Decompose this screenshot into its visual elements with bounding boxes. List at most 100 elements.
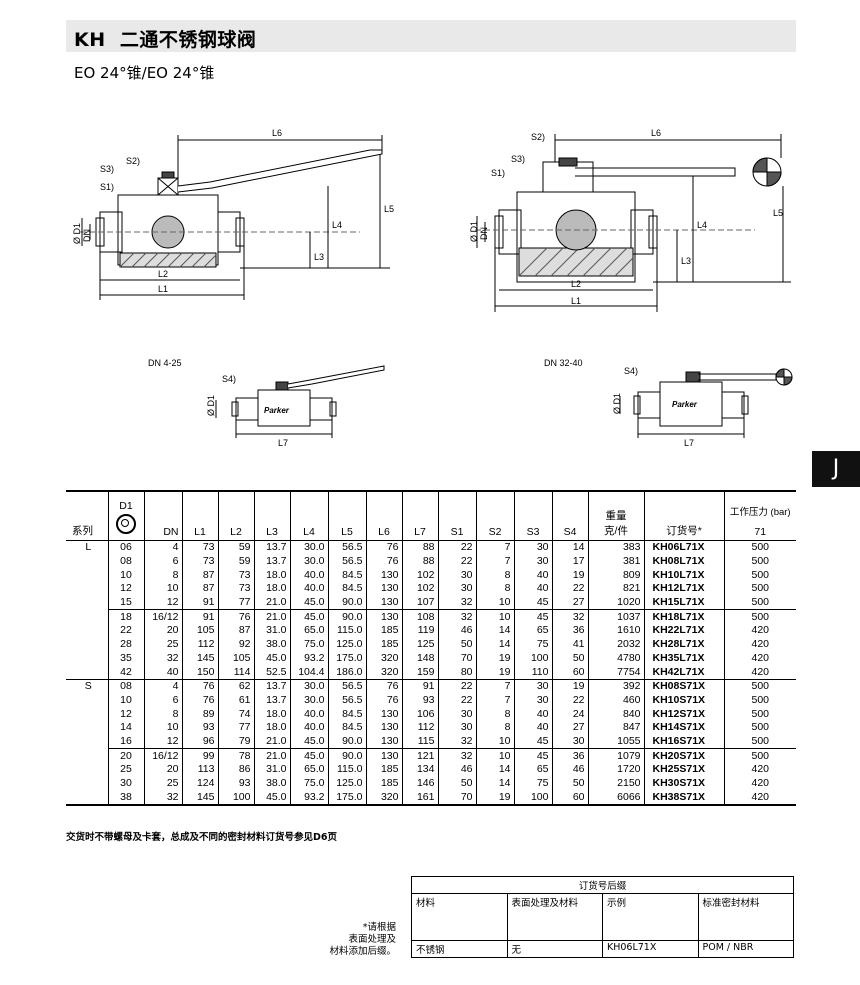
col-l7: L7	[401, 491, 438, 541]
cell-l2: 87	[217, 624, 254, 638]
cell-l5: 175.0	[327, 651, 366, 666]
cell-s1: 32	[437, 748, 476, 763]
cell-l3: 18.0	[253, 568, 290, 583]
callout-s4: S4)	[222, 374, 236, 384]
cell-l7: 112	[401, 720, 438, 735]
cell-s3: 45	[513, 734, 552, 749]
cell-l3: 21.0	[253, 734, 290, 749]
callout-s1-large: S1)	[491, 168, 505, 178]
cell-l1: 112	[181, 637, 218, 652]
cell-l5: 84.5	[327, 707, 366, 721]
cell-d1: 08	[107, 554, 144, 569]
cell-l5: 90.0	[327, 748, 366, 763]
col-series: 系列	[72, 525, 93, 537]
dim-l7: L7	[278, 438, 288, 448]
dim-l4: L4	[332, 220, 342, 230]
cell-l3: 52.5	[253, 665, 290, 680]
cell-dn: 32	[143, 790, 182, 807]
col-l4: L4	[289, 491, 328, 541]
cell-l2: 62	[217, 678, 254, 694]
cell-order: KH08L71X	[643, 554, 724, 569]
cell-s3: 110	[513, 665, 552, 680]
cell-l5: 90.0	[327, 734, 366, 749]
cell-s1: 32	[437, 734, 476, 749]
cell-l3: 13.7	[253, 678, 290, 694]
cell-series	[66, 596, 108, 610]
dim-l2-large: L2	[571, 279, 581, 289]
cell-d1: 08	[107, 678, 144, 694]
cell-weight: 1079	[587, 748, 644, 763]
col-pressure-value: 71	[754, 526, 767, 538]
col-pressure: 工作压力 (bar) 71	[723, 491, 796, 541]
col-l1: L1	[181, 491, 218, 541]
cell-order: KH35L71X	[643, 651, 724, 666]
cell-l1: 73	[181, 540, 218, 555]
cell-d1: 28	[107, 637, 144, 652]
cell-l1: 91	[181, 595, 218, 610]
cell-series	[66, 610, 108, 624]
cell-l6: 185	[365, 763, 402, 777]
cell-weight: 1037	[587, 609, 644, 625]
cell-l2: 59	[217, 554, 254, 569]
order-hint: *请根据 表面处理及 材料添加后缀。	[316, 922, 396, 958]
cell-dn: 16/12	[143, 609, 182, 625]
cell-series: L	[85, 541, 92, 554]
cell-s2: 8	[475, 568, 514, 583]
cell-pressure: 500	[723, 720, 796, 735]
cell-l2: 77	[217, 720, 254, 735]
cell-s1: 70	[437, 790, 476, 807]
col-s4: S4	[551, 491, 588, 541]
cell-s2: 19	[475, 651, 514, 666]
cell-l2: 61	[217, 693, 254, 708]
cell-s1: 30	[437, 568, 476, 583]
cell-d1: 42	[107, 665, 144, 680]
cell-weight: 4780	[587, 651, 644, 666]
cell-dn: 16/12	[143, 748, 182, 763]
cell-d1: 35	[107, 651, 144, 666]
col-pressure-label: 工作压力 (bar)	[729, 507, 791, 518]
cell-weight: 392	[587, 678, 644, 694]
cell-l5: 125.0	[327, 637, 366, 652]
cell-l2: 73	[217, 582, 254, 596]
cell-l5: 115.0	[327, 624, 366, 638]
cell-s1: 32	[437, 595, 476, 610]
cell-l6: 76	[365, 554, 402, 569]
cell-dn: 25	[143, 637, 182, 652]
order-hint-line: *请根据	[362, 922, 396, 933]
cell-order: KH42L71X	[643, 665, 724, 680]
col-l2: L2	[217, 491, 254, 541]
cell-pressure: 500	[723, 582, 796, 596]
cell-l1: 89	[181, 707, 218, 721]
cell-d1: 06	[107, 540, 144, 555]
cell-s4: 36	[551, 748, 588, 763]
cell-s1: 46	[437, 763, 476, 777]
cell-dn: 10	[143, 582, 182, 596]
cell-dn: 12	[143, 734, 182, 749]
cell-l4: 75.0	[289, 637, 328, 652]
cell-order: KH10L71X	[643, 568, 724, 583]
col-l6: L6	[365, 491, 402, 541]
cell-l1: 99	[181, 748, 218, 763]
cell-l6: 130	[365, 568, 402, 583]
cell-s3: 45	[513, 595, 552, 610]
cell-weight: 1610	[587, 624, 644, 638]
cell-l2: 100	[217, 790, 254, 807]
cell-s2: 10	[475, 734, 514, 749]
callout-s3-large: S3)	[511, 154, 525, 164]
cell-l2: 73	[217, 568, 254, 583]
cell-l4: 45.0	[289, 595, 328, 610]
col-d1-label: D1	[119, 500, 133, 512]
callout-s3: S3)	[100, 164, 114, 174]
section-tab[interactable]: J	[812, 451, 860, 487]
cell-s3: 100	[513, 651, 552, 666]
cell-series	[66, 555, 108, 569]
suffix-val-material: 不锈钢	[411, 940, 508, 958]
cell-l5: 84.5	[327, 582, 366, 596]
cell-l1: 145	[181, 651, 218, 666]
cell-s2: 14	[475, 637, 514, 652]
cell-l5: 84.5	[327, 568, 366, 583]
dim-l3-large: L3	[681, 256, 691, 266]
dim-l5: L5	[384, 204, 394, 214]
col-weight-unit: 克/件	[604, 525, 628, 537]
